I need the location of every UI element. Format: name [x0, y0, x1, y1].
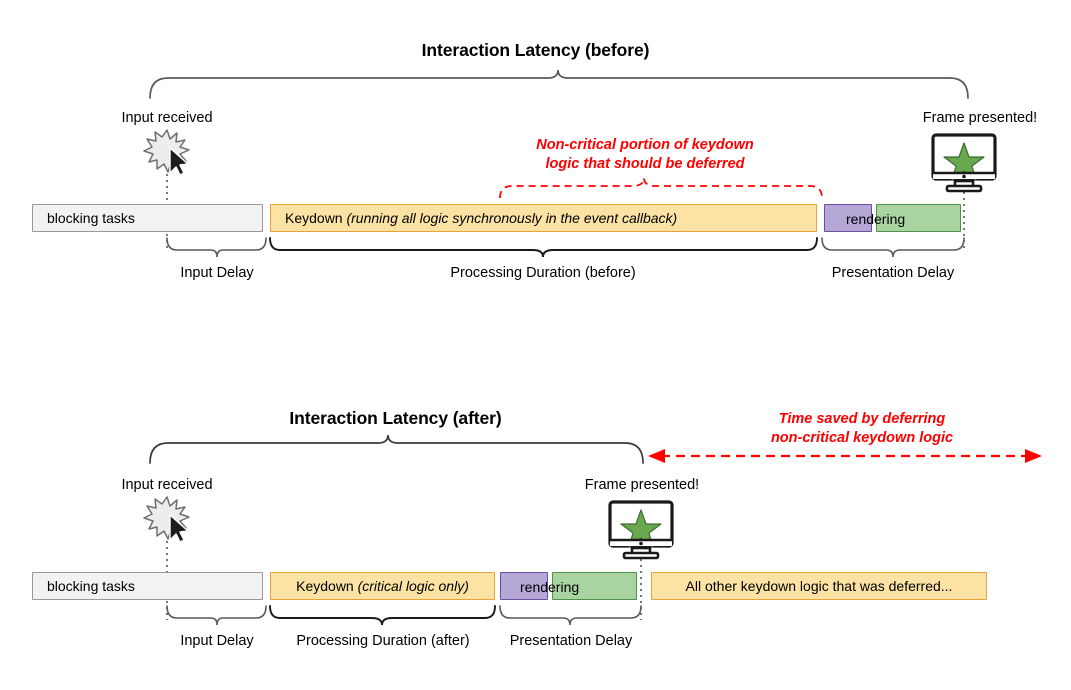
annotation-line-1: Non-critical portion of keydown: [536, 137, 754, 153]
annotation-noncritical-portion: Non-critical portion of keydown logic th…: [430, 136, 860, 173]
bar-keydown-before[interactable]: Keydown (running all logic synchronously…: [270, 204, 817, 232]
brace-input-delay-after: [166, 605, 267, 626]
annotation-after-line-2: non-critical keydown logic: [770, 429, 954, 446]
brace-processing-duration-before: [269, 237, 818, 258]
bar-rendering-purple-after[interactable]: [500, 572, 548, 600]
event-label-frame-presented-after: Frame presented!: [584, 477, 700, 493]
brace-interaction-latency-after: [149, 434, 644, 464]
brace-interaction-latency-before: [149, 69, 969, 99]
phase-label-presentation-delay-after: Presentation Delay: [509, 633, 633, 649]
burst-cursor-icon: [143, 129, 190, 176]
bar-label-blocking-tasks: blocking tasks: [47, 210, 135, 226]
burst-cursor-icon: [143, 496, 190, 543]
page-title-after: Interaction Latency (after): [289, 408, 502, 428]
bar-blocking-tasks-before[interactable]: blocking tasks: [32, 204, 263, 232]
bar-rendering-purple-before[interactable]: [824, 204, 872, 232]
brace-presentation-delay-after: [499, 605, 642, 626]
time-saved-arrow-head-right: [1025, 449, 1042, 463]
bar-label-deferred-logic: All other keydown logic that was deferre…: [685, 578, 953, 594]
annotation-line-2: logic that should be deferred: [545, 155, 745, 172]
time-saved-arrow-head-left: [648, 449, 665, 463]
bar-label-blocking-tasks: blocking tasks: [47, 578, 135, 594]
timeline-row-after: blocking tasks Keydown (critical logic o…: [0, 572, 1071, 602]
bar-label-rendering-before: rendering: [846, 211, 906, 227]
bar-rendering-green-before[interactable]: [876, 204, 961, 232]
annotation-dashed-brace: [499, 177, 823, 199]
phase-label-presentation-delay-before: Presentation Delay: [831, 265, 955, 281]
timeline-row-before: blocking tasks Keydown (running all logi…: [0, 204, 1071, 234]
monitor-star-icon: [608, 500, 674, 560]
event-label-input-received-before: Input received: [121, 110, 213, 126]
phase-label-processing-duration-after: Processing Duration (after): [296, 633, 470, 649]
bar-deferred-logic[interactable]: All other keydown logic that was deferre…: [651, 572, 987, 600]
bar-blocking-tasks-after[interactable]: blocking tasks: [32, 572, 263, 600]
brace-processing-duration-after: [269, 605, 496, 626]
bar-label-keydown-before: Keydown (running all logic synchronously…: [285, 210, 678, 226]
event-label-input-received-after: Input received: [121, 477, 213, 493]
monitor-star-icon: [931, 133, 997, 193]
event-label-frame-presented-before: Frame presented!: [922, 110, 1038, 126]
annotation-after-line-1: Time saved by deferring: [778, 411, 946, 427]
bar-rendering-green-after[interactable]: [552, 572, 637, 600]
brace-input-delay-before: [166, 237, 267, 258]
phase-label-input-delay-before: Input Delay: [180, 265, 254, 281]
phase-label-processing-duration-before: Processing Duration (before): [450, 265, 636, 281]
bar-keydown-after[interactable]: Keydown (critical logic only): [270, 572, 495, 600]
bar-label-keydown-after: Keydown (critical logic only): [296, 578, 469, 594]
annotation-time-saved: Time saved by deferring non-critical key…: [672, 410, 1052, 447]
phase-label-input-delay-after: Input Delay: [180, 633, 254, 649]
page-title-before: Interaction Latency (before): [421, 40, 650, 60]
brace-presentation-delay-before: [821, 237, 965, 258]
bar-label-rendering-after: rendering: [520, 579, 580, 595]
